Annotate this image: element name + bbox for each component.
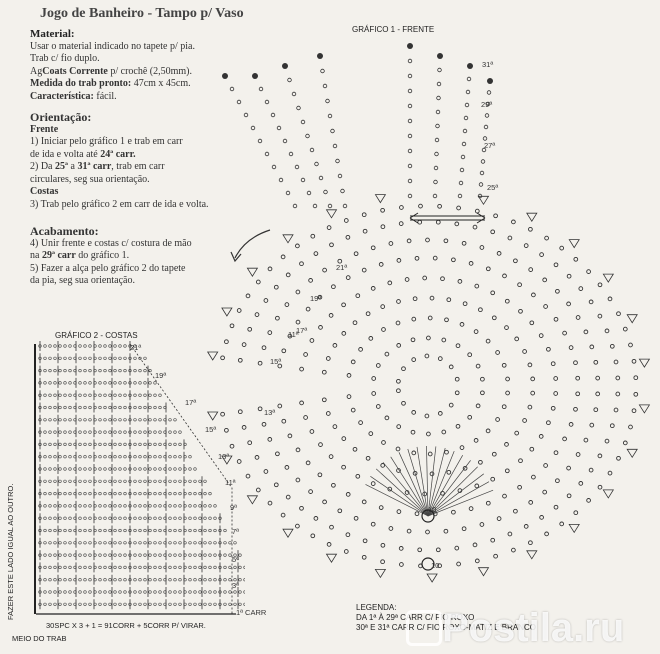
step-text: 2) Da — [30, 161, 55, 172]
page-title: Jogo de Banheiro - Tampo p/ Vaso — [40, 6, 244, 21]
material-line: Trab c/ fio duplo. — [30, 53, 100, 64]
step-bold: 31ª carr — [77, 161, 112, 172]
legend-heading: LEGENDA: — [356, 603, 397, 612]
chart2-row-label: 1ª CARR — [236, 608, 267, 617]
chart1-row-label: 11ª — [288, 330, 299, 339]
chart1-diagram — [206, 43, 651, 583]
step-text: de ida e volta até — [30, 148, 101, 160]
step-bold: 25ª — [55, 161, 68, 172]
chart1-row-label: 13ª — [264, 408, 276, 417]
watermark: Postila.ru — [442, 606, 625, 650]
step-4-cont: na 29ª carr do gráfico 1. — [30, 250, 260, 263]
chart2-row-label: 5ª — [232, 555, 239, 564]
chart2-row-label: 9ª — [230, 503, 237, 512]
watermark-logo-icon — [406, 610, 442, 646]
chart1-row-label: 29ª — [481, 100, 493, 109]
measure-line: Medida do trab pronto: 47cm x 45cm. — [30, 78, 260, 91]
material-line: AgCoats Corrente p/ crochê (2,50mm). — [30, 66, 260, 79]
chart1-row-label: 10 — [428, 505, 437, 514]
chart2-row-label: 11ª — [225, 478, 236, 487]
chart2-row-label: 3ª — [232, 581, 239, 590]
acabamento-heading: Acabamento: — [30, 224, 99, 238]
step-2: 2) Da 25ª a 31ª carr, trab em carr — [30, 161, 260, 174]
chart1-row-label: 25ª — [487, 183, 499, 192]
step-text: a — [68, 161, 78, 172]
material-brand: Coats Corrente — [42, 65, 108, 77]
chart1-row-label: 27ª — [484, 141, 496, 150]
chart2-footer: 30SPC X 3 + 1 = 91CORR + 5CORR P/ VIRAR. — [46, 621, 206, 630]
step-text: do gráfico 1. — [75, 250, 130, 261]
feature-value: fácil. — [93, 90, 117, 102]
material-prefix: Ag — [30, 65, 43, 77]
chart2-side-note: FAZER ESTE LADO IGUAL AO OUTRO. — [6, 483, 15, 620]
measure-label: Medida do trab pronto: — [30, 78, 132, 89]
instructions: Material: Usar o material indicado no ta… — [30, 28, 260, 288]
legend-line: 30ª E 31ª CARR C/ FIO ROXO-MATIZ E BRANC… — [356, 623, 537, 632]
step-text: , trab em carr — [111, 161, 165, 172]
feature-label: Característica: — [30, 90, 94, 102]
chart2-row-label: 17ª — [185, 398, 197, 407]
step-2-cont: circulares, seg sua orientação. — [30, 173, 150, 185]
chart1-row-label: 31ª — [482, 60, 494, 69]
step-4: 4) Unir frente e costas c/ costura de mã… — [30, 237, 192, 249]
legend: LEGENDA: DA 1ª À 29ª CARR C/ FIO ROXO 30… — [356, 603, 536, 633]
step-3: 3) Trab pelo gráfico 2 em carr de ida e … — [30, 198, 209, 210]
legend-line: DA 1ª À 29ª CARR C/ FIO ROXO — [356, 613, 475, 622]
chart2-row-label: 21ª — [130, 343, 142, 352]
chart2-diagram — [34, 341, 245, 615]
chart1-row-label: 19ª — [310, 294, 322, 303]
measure-value: 47cm x 45cm. — [131, 78, 191, 89]
chart2-middle-label: MEIO DO TRAB — [12, 634, 67, 643]
feature-line: Característica: fácil. — [30, 91, 260, 104]
material-heading: Material: — [30, 28, 75, 40]
costas-heading: Costas — [30, 186, 59, 197]
step-bold: 24ª carr. — [100, 148, 136, 160]
step-text: na — [30, 250, 42, 261]
orientacao-heading: Orientação: — [30, 110, 92, 124]
step-5-cont: da pia, seg sua orientação. — [30, 275, 135, 286]
step-1-cont: de ida e volta até 24ª carr. — [30, 149, 260, 162]
material-line: Usar o material indicado no tapete p/ pi… — [30, 40, 195, 52]
chart1-row-label: 17ª — [296, 326, 308, 335]
frente-heading: Frente — [30, 123, 59, 135]
chart2-label: GRÁFICO 2 - COSTAS — [55, 331, 138, 340]
chart2-row-label: 19ª — [155, 371, 167, 380]
chart1-label: GRÁFICO 1 - FRENTE — [352, 25, 435, 34]
chart2-row-label: 13ª — [218, 452, 230, 461]
chart1-row-label: 10 — [431, 561, 440, 570]
chart2-row-label: 7ª — [232, 527, 239, 536]
pointer-arrow-icon — [230, 229, 271, 263]
step-1: 1) Iniciar pelo gráfico 1 e trab em carr — [30, 136, 183, 147]
chart1-row-label: 21ª — [336, 263, 348, 272]
chart2-row-label: 15ª — [205, 425, 217, 434]
chart1-row-label: 15ª — [270, 357, 282, 366]
step-5: 5) Fazer a alça pelo gráfico 2 do tapete — [30, 262, 186, 274]
step-bold: 29ª carr — [41, 250, 76, 261]
material-suffix: p/ crochê (2,50mm). — [107, 65, 193, 77]
